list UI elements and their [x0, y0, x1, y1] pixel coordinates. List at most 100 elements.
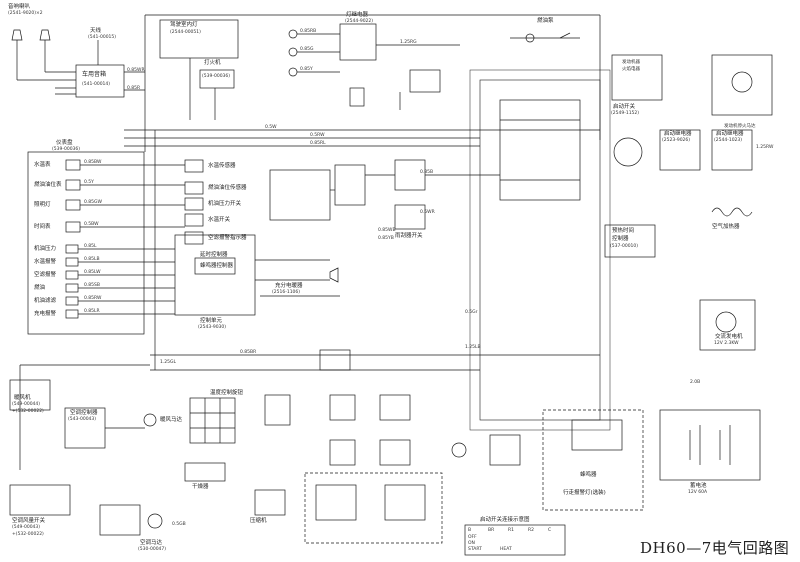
antenna-part-label: (541-00015)	[88, 35, 117, 40]
water-alarm-label: 水温报警	[34, 259, 57, 265]
wire-code: 1.25LB	[465, 345, 481, 350]
wire-code: 0.85LR	[84, 309, 100, 314]
start-switch-icon	[613, 137, 643, 167]
oil-switch-box	[184, 197, 204, 211]
wire-code: 0.85LB	[84, 257, 100, 262]
engine-stop-box	[711, 54, 773, 116]
water-temp-label: 水温表	[34, 162, 51, 168]
wire-code: 0.5GB	[172, 522, 186, 527]
engine-relay2-label: 火焰电器	[622, 67, 640, 72]
table-header: B	[468, 528, 472, 533]
start-relay-box	[659, 129, 701, 171]
water-switch-label: 水温开关	[208, 217, 231, 223]
preheat-relay-part-label: (2544-1023)	[714, 138, 743, 143]
wire-code: 0.85BW	[84, 160, 102, 165]
table-row-label: START	[468, 547, 482, 552]
wire-code: 0.85GW	[84, 200, 102, 205]
fuel-alarm-label: 燃油	[34, 285, 46, 291]
preheat-timer-part-label: (537-00010)	[610, 244, 639, 249]
radio-box	[75, 64, 125, 98]
wiper-motor-box	[184, 462, 226, 482]
wire-code: 0.85R	[127, 86, 141, 91]
washer-label: 压缩机	[250, 518, 267, 524]
work-light-label: 灯继电器	[346, 12, 369, 18]
fuel-pump-icon	[525, 33, 535, 43]
hour-meter-label: 时间表	[34, 224, 51, 230]
start-relay-label: 启动继电器	[664, 131, 692, 137]
wire-code: 0.85WB	[378, 228, 396, 233]
wire-code: 0.5BW	[84, 222, 99, 227]
buzzer-icon	[451, 442, 467, 458]
air-heater-label: 空气加热器	[712, 224, 740, 230]
dashed-optional-box	[304, 472, 443, 544]
wire-code: 0.5Y	[84, 180, 94, 185]
oil-pressure-label: 机油压力	[34, 246, 57, 252]
heater-switch-part2-label: +(532-00022)	[12, 409, 44, 414]
ac-panel-part-label: (543-00043)	[68, 417, 97, 422]
controller-label: 延时控制器	[200, 252, 228, 258]
radio-label: 车用音箱	[82, 71, 107, 78]
instrument-panel-box	[27, 151, 145, 335]
charge-alarm-label: 充电报警	[34, 311, 57, 317]
preheat-relay-box	[711, 129, 753, 171]
wire-code: 0.5Gr	[465, 310, 478, 315]
engine-relay-box	[611, 54, 663, 101]
work-light-2-icon	[288, 47, 298, 57]
wire-code: 0.5RW	[310, 133, 325, 138]
ac-motor-icon	[147, 513, 163, 529]
start-switch-part-label: (2549-1152)	[611, 111, 640, 116]
air-switch-box	[184, 231, 204, 245]
fuel-sensor-box	[184, 181, 204, 195]
fuel-pump-label: 燃油泵	[537, 18, 554, 24]
horn-left-icon	[11, 29, 23, 48]
preheat-relay-label: 启动继电器	[716, 131, 744, 137]
start-table-box	[464, 524, 566, 556]
oil-switch-label: 机油压力开关	[208, 201, 242, 207]
ac-switch-box	[9, 484, 71, 516]
cab-light-label: 驾驶室内灯	[170, 22, 198, 28]
wiper-motor-label: 干燥器	[192, 484, 209, 490]
antenna-label: 天线	[90, 28, 102, 34]
center-relay-3	[394, 159, 426, 191]
work-light-1-icon	[288, 29, 298, 39]
ac-switch-part-label: (549-00043)	[12, 525, 41, 530]
horn-label: 音响喇叭	[8, 4, 31, 10]
control-unit-label: 控制单元	[200, 318, 223, 324]
wire-code: 1.25GL	[160, 360, 177, 365]
wire-code: 2.0B	[690, 380, 701, 385]
temp-knob-grid	[189, 397, 236, 444]
control-unit-part-label: (2543-9030)	[198, 325, 227, 330]
lighter-part-label: (539-00036)	[202, 74, 231, 79]
ac-relay-label: 暖风马达	[160, 417, 183, 423]
auto-idle-part-label: (2516-1106)	[272, 290, 301, 295]
wire-code: 0.85LW	[84, 270, 101, 275]
wire-code: 0.85L	[84, 244, 97, 249]
controller-box	[174, 234, 256, 316]
wire-code: 0.5WR	[420, 210, 435, 215]
work-light-3-icon	[288, 67, 298, 77]
rotary-switch-label: 温度控制旋钮	[210, 390, 244, 396]
table-header: BR	[488, 528, 495, 533]
lighter-box	[199, 69, 235, 89]
lamp-label: 照明灯	[34, 202, 51, 208]
table-header: R2	[528, 528, 534, 533]
water-sensor-label: 水温传感器	[208, 163, 236, 169]
air-heater-icon	[711, 207, 753, 217]
table-row-label: OFF	[468, 535, 477, 540]
horn-right-icon	[39, 29, 51, 48]
water-sensor-box	[184, 159, 204, 173]
wire-code: 1.25RG	[400, 40, 417, 45]
wire-code: 1.25RW	[756, 145, 774, 150]
wire-code: 0.85YB	[378, 236, 394, 241]
center-relay-1	[269, 169, 331, 221]
work-light-relay-box	[339, 23, 377, 61]
air-alarm-label: 空滤报警	[34, 272, 57, 278]
battery-box	[659, 409, 761, 481]
oil-alarm-label: 机油滤滤	[34, 298, 57, 304]
battery-label: 蓄电池	[690, 483, 707, 489]
warning-indicator-label: 行走报警灯(选装)	[563, 490, 606, 496]
wire-code: 0.85G	[300, 47, 314, 52]
center-relay-2	[334, 164, 366, 206]
preheat-timer2-label: 控制器	[612, 236, 629, 242]
